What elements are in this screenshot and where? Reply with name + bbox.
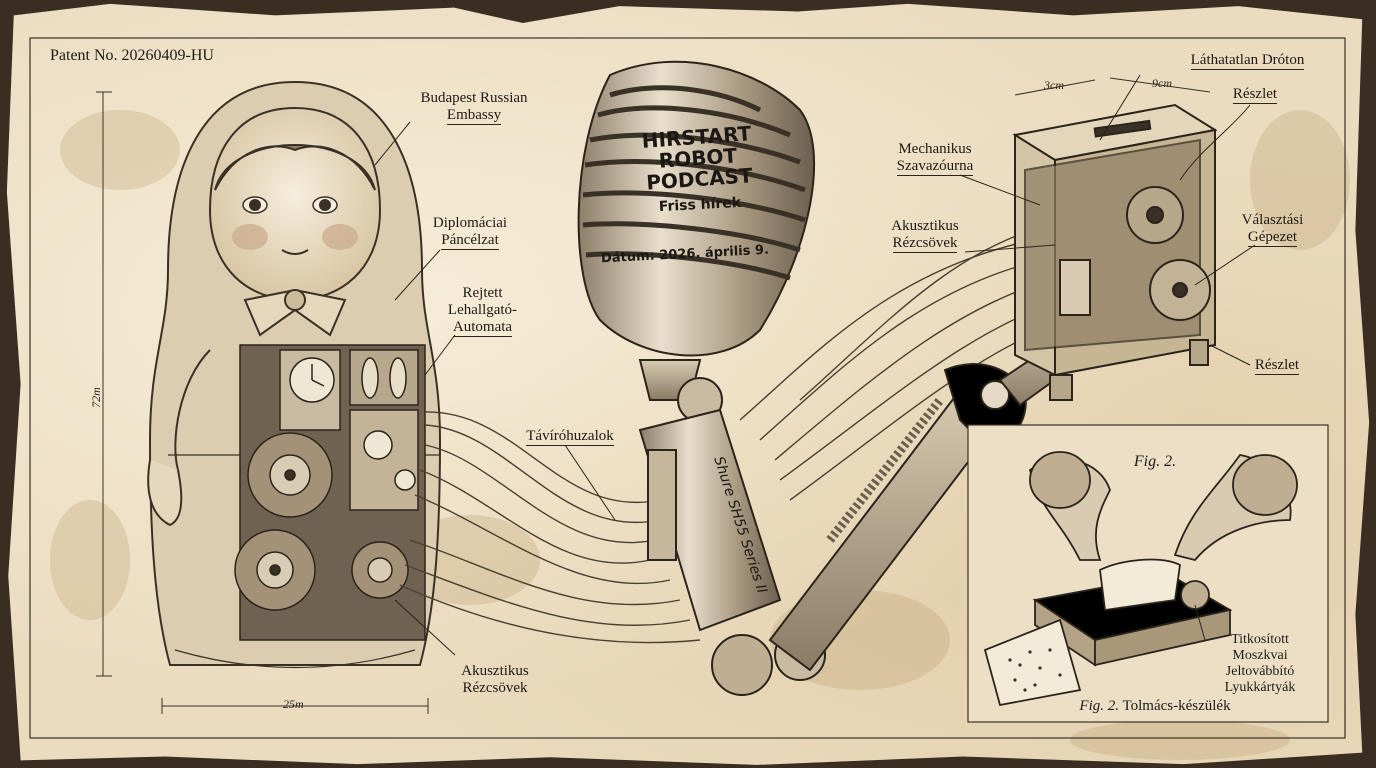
label-wires: Távíróhuzalok <box>526 428 614 446</box>
label-punchcards: Titkosított Moszkvai Jeltovábbító Lyukká… <box>1224 632 1296 695</box>
patent-number: Patent No. 20260409-HU <box>50 47 214 64</box>
ballot-width-dimension: 9cm <box>1152 76 1172 90</box>
frame-border <box>29 37 1346 739</box>
doll-machinery <box>234 344 426 641</box>
label-armor: Diplomáciai Páncélzat <box>432 215 508 250</box>
label-listener: Rejtett Lehallgató- Automata <box>447 285 518 337</box>
label-acoustic-bottom: Akusztikus Rézcsövek <box>461 663 529 696</box>
leader-lines <box>374 74 1256 656</box>
label-acoustic-top: Akusztikus Rézcsövek <box>891 218 959 253</box>
label-detail-bottom: Részlet <box>1254 357 1300 375</box>
telegraph-wires <box>399 411 701 644</box>
fig2-device <box>983 451 1298 707</box>
label-election-machine: Választási Gépezet <box>1241 212 1304 247</box>
label-embassy: Budapest Russian Embassy <box>420 90 528 125</box>
fig2-caption: Fig. 2. Tolmács-készülék <box>1079 698 1231 714</box>
microphone <box>577 60 1112 696</box>
ballot-dimension-lines <box>1014 77 1211 96</box>
label-invisible-wire: Láthatatlan Dróton <box>1190 52 1305 70</box>
doll-dimension-lines <box>96 91 429 714</box>
label-ballot-box: Mechanikus Szavazóurna <box>896 141 974 176</box>
doll-width-dimension: 25m <box>283 697 304 711</box>
ballot-box <box>1012 103 1218 401</box>
ballot-depth-dimension: 3cm <box>1044 78 1064 92</box>
fig2-header: Fig. 2. <box>1133 453 1177 470</box>
label-detail-top: Részlet <box>1232 86 1278 104</box>
doll-height-dimension: 72m <box>88 387 103 408</box>
